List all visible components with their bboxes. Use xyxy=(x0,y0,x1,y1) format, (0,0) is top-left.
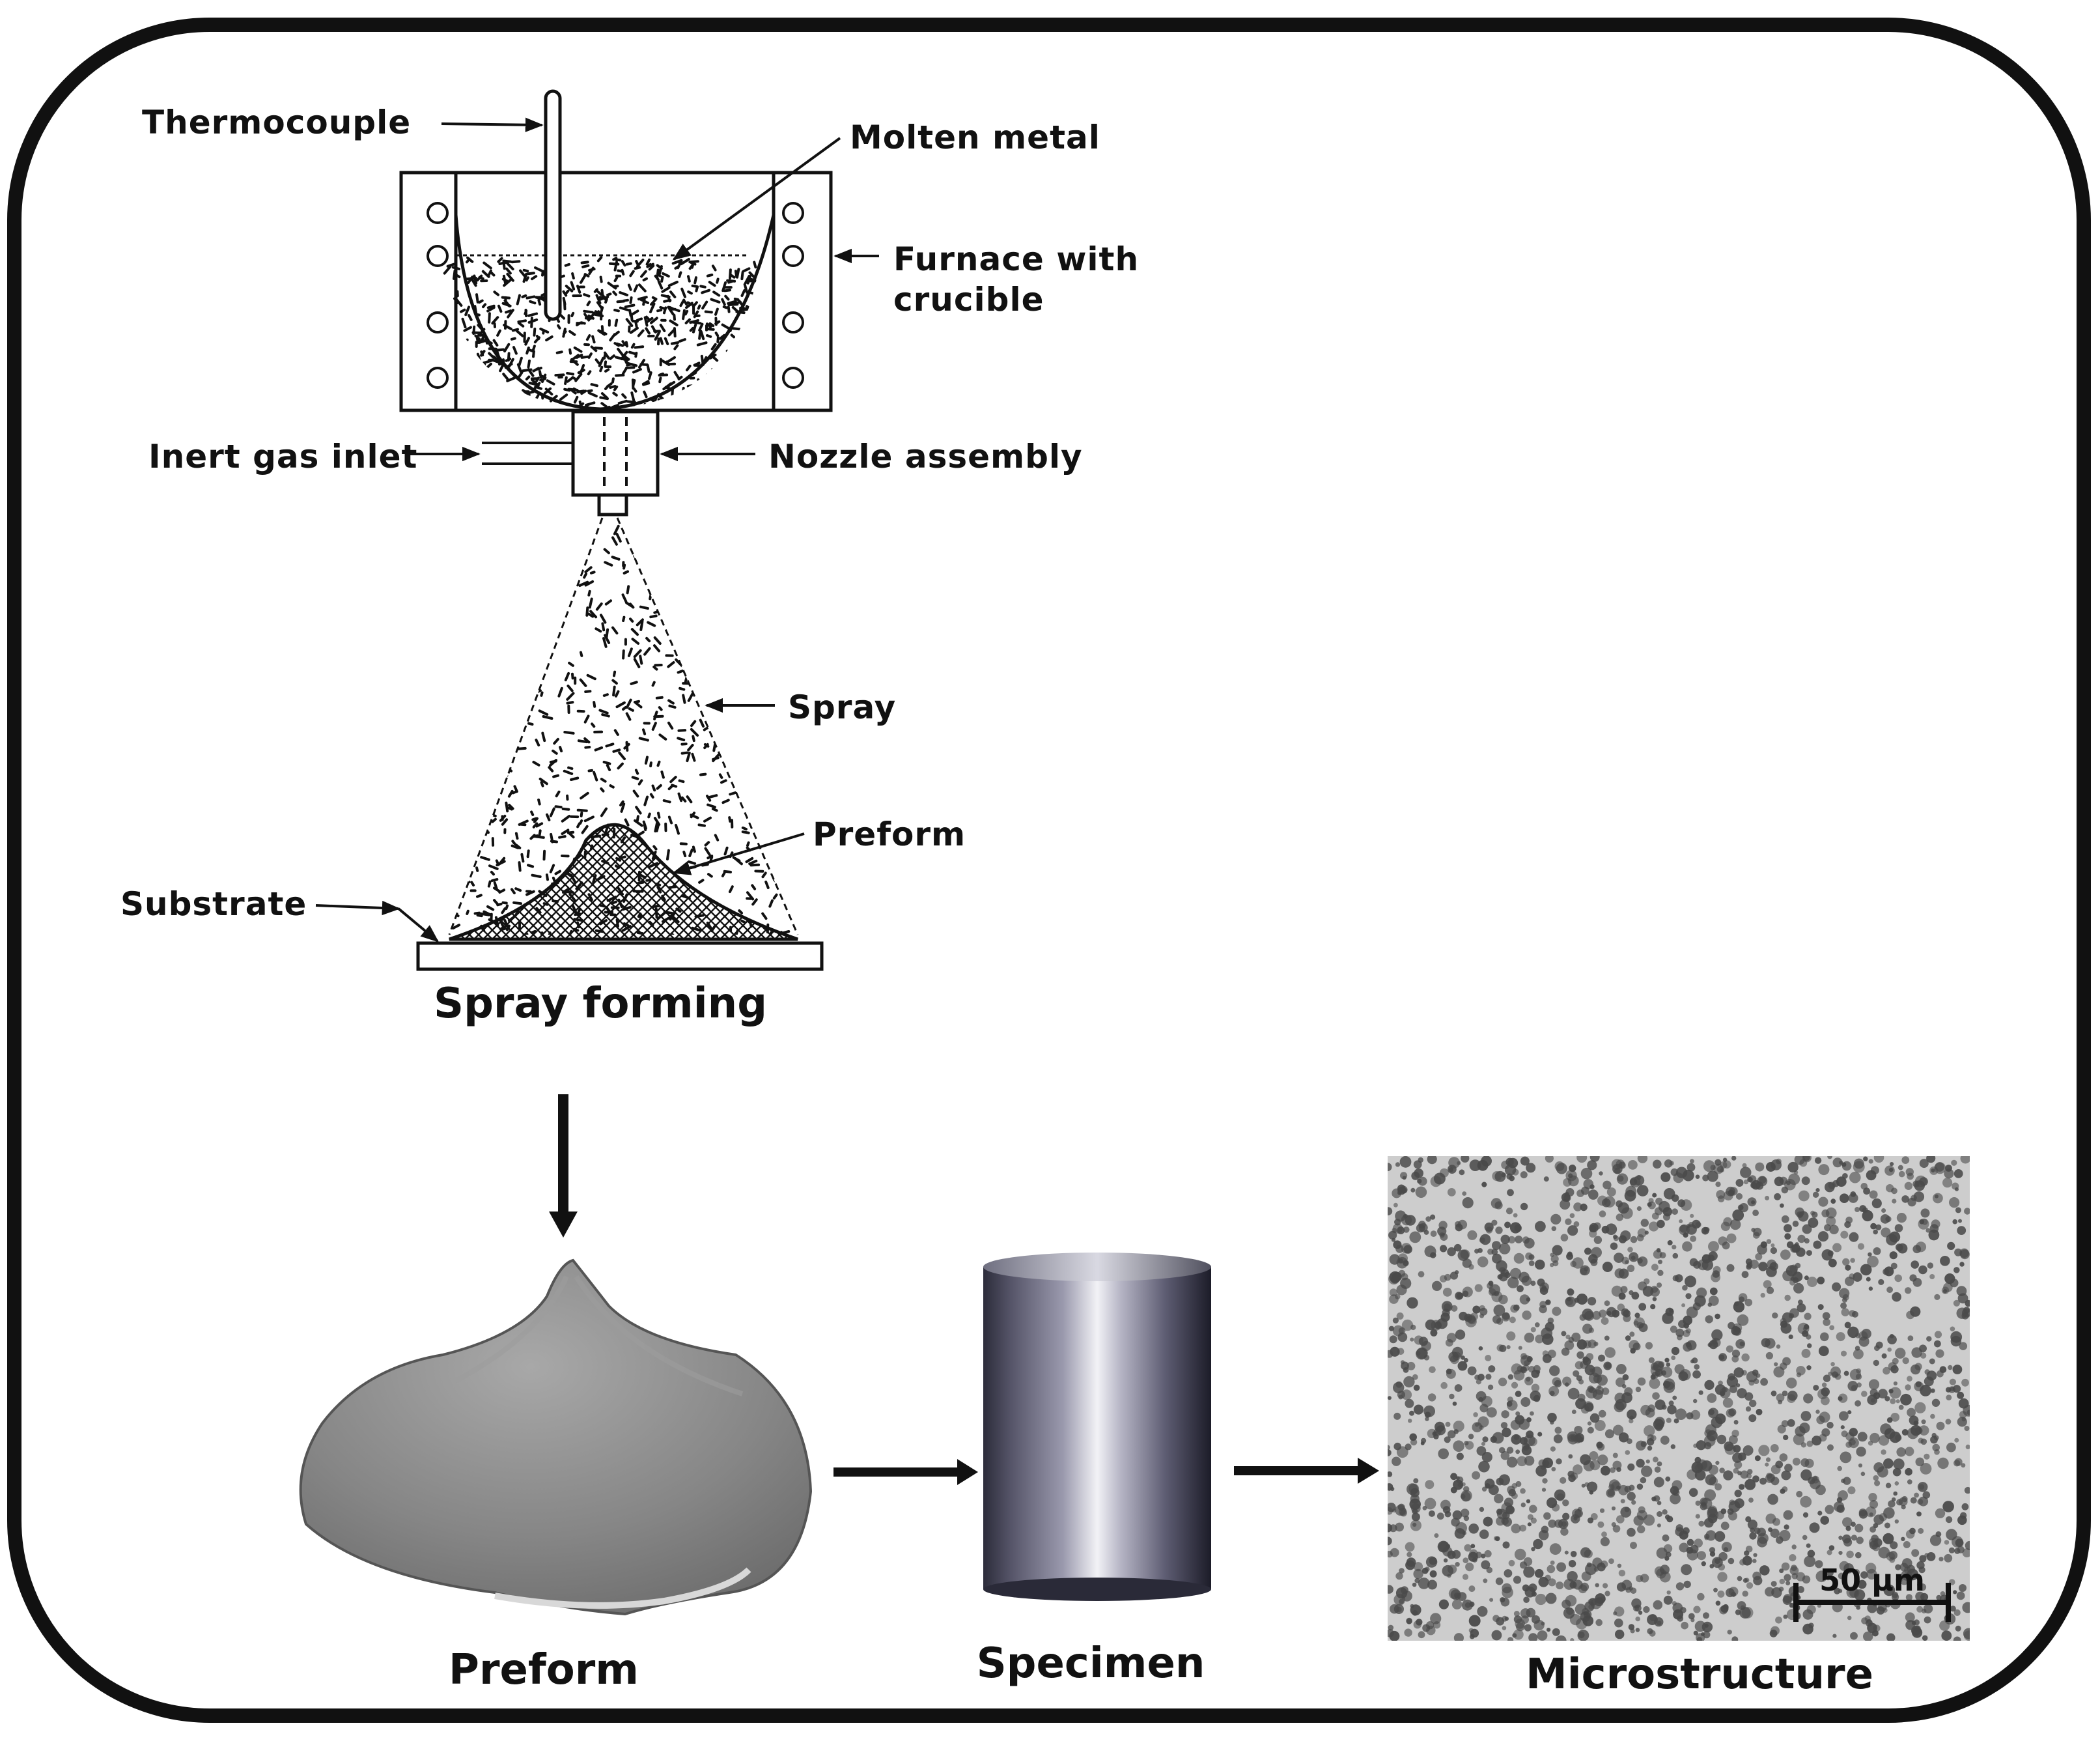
nozzle-assembly xyxy=(482,412,658,515)
preform-drawing xyxy=(449,825,798,939)
preform-caption: Preform xyxy=(449,1646,639,1694)
spray-forming-caption: Spray forming xyxy=(434,980,767,1028)
specimen-photo xyxy=(983,1253,1211,1601)
substrate-label: Substrate xyxy=(120,885,307,923)
preform-pointer-label: Preform xyxy=(813,815,966,853)
down-arrow-head xyxy=(549,1212,578,1238)
specimen-caption: Specimen xyxy=(977,1639,1205,1688)
furnace-label-line2: crucible xyxy=(893,281,1044,319)
inert-gas-inlet-label: Inert gas inlet xyxy=(148,438,417,475)
molten-metal-label: Molten metal xyxy=(850,119,1100,156)
arrow-to-specimen-head xyxy=(957,1459,978,1485)
furnace-label-line1: Furnace with xyxy=(893,240,1139,278)
spray-label: Spray xyxy=(788,688,896,726)
microstructure-caption: Microstructure xyxy=(1526,1651,1873,1699)
substrate-plate xyxy=(418,943,822,969)
molten-metal xyxy=(444,257,766,415)
thermocouple-label: Thermocouple xyxy=(142,104,411,141)
nozzle-assembly-label: Nozzle assembly xyxy=(768,438,1083,475)
crucible xyxy=(456,215,774,409)
preform-photo xyxy=(301,1260,811,1614)
scale-bar-label: 50 μm xyxy=(1819,1563,1925,1598)
thermocouple-probe xyxy=(546,91,560,319)
arrow-to-microstructure-head xyxy=(1358,1458,1379,1484)
